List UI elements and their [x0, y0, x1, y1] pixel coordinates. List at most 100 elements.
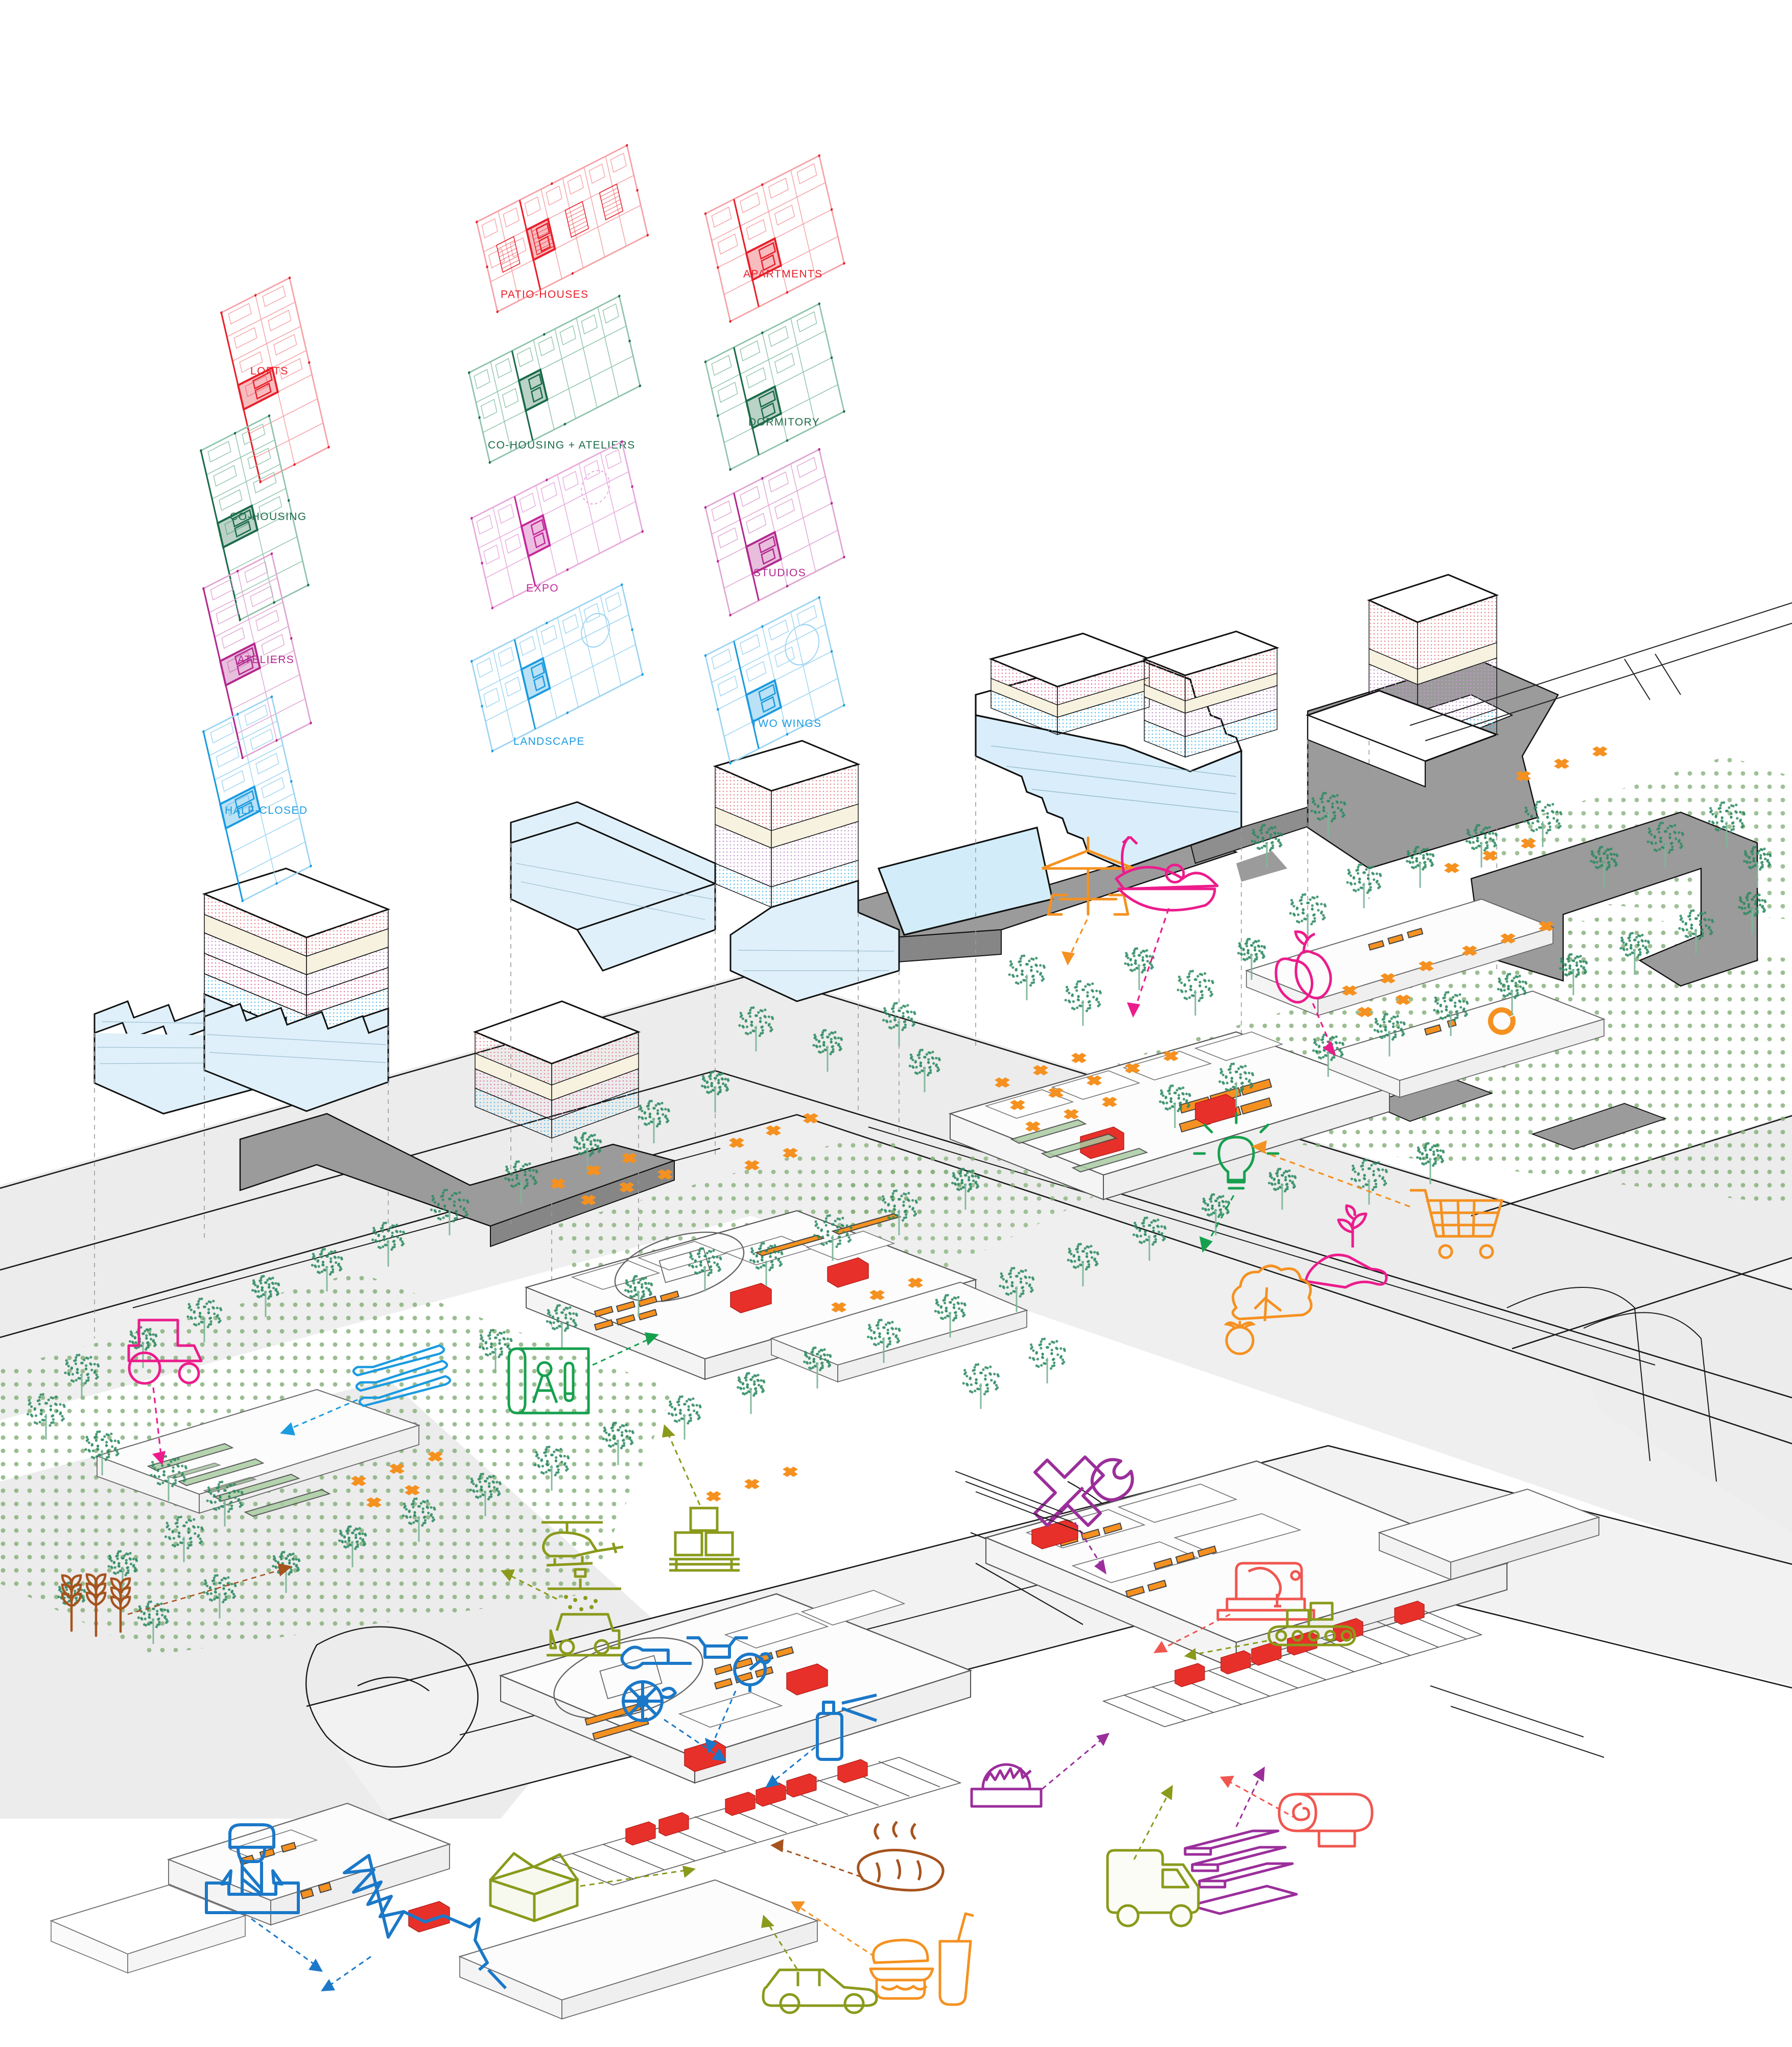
seating-cluster: [366, 1497, 382, 1508]
tree: [1067, 1242, 1099, 1286]
seating-cluster: [1102, 1097, 1117, 1107]
tree: [602, 1421, 634, 1465]
trees: [26, 791, 1772, 1644]
tree: [203, 1574, 237, 1618]
seating-cluster: [1521, 838, 1536, 849]
legend-label-lofts: LOFTS: [250, 365, 289, 377]
tree: [1201, 1193, 1231, 1235]
tree: [546, 1304, 578, 1348]
conveyor-belt-icon: [1184, 1602, 1356, 1660]
tree: [504, 1160, 538, 1205]
seating-cluster: [1025, 1121, 1041, 1132]
tree: [737, 1372, 766, 1414]
legend-label-ateliers: ATELIERS: [238, 654, 295, 666]
tree: [1350, 1159, 1388, 1205]
lettuce-icon: [1231, 1264, 1313, 1322]
tree: [26, 1393, 66, 1440]
seating-cluster: [995, 1077, 1010, 1088]
seating-cluster: [550, 1179, 565, 1189]
site-detail-lines: [955, 602, 1792, 1758]
legend-plan-dormitory: [704, 302, 845, 471]
wheat-ears-icon: [61, 1563, 292, 1637]
tree: [1028, 1337, 1066, 1383]
seating-cluster: [1010, 1100, 1025, 1110]
seating-cluster: [803, 1113, 818, 1123]
tree: [1346, 863, 1382, 908]
seating-cluster: [1500, 933, 1516, 944]
tree: [803, 1346, 832, 1389]
seating-cluster: [1087, 1075, 1102, 1086]
seating-cluster: [1071, 1053, 1087, 1063]
legend-plan-half-closed: [202, 695, 312, 903]
seating-cluster: [831, 1302, 846, 1312]
seating-cluster: [1342, 985, 1357, 996]
tree: [1289, 893, 1327, 939]
pallet-boxes-icon: [662, 1424, 740, 1572]
seating-cluster: [1516, 771, 1531, 781]
tree: [186, 1297, 223, 1343]
tree: [371, 1221, 406, 1266]
seating-cluster: [729, 1138, 744, 1148]
seating-cluster: [1125, 1063, 1140, 1073]
tree: [64, 1353, 100, 1399]
tree: [534, 1445, 570, 1491]
seating-cluster: [405, 1485, 420, 1495]
tree: [402, 1497, 436, 1542]
tree: [1133, 1216, 1167, 1261]
parasol-table-icon: [1042, 836, 1135, 966]
tree: [1497, 973, 1528, 1016]
tree: [479, 1329, 513, 1373]
cnc-mill-icon: [205, 1823, 323, 1972]
legend-plan-co-housing: [200, 414, 310, 622]
tree: [206, 1480, 244, 1526]
legend-plan-lofts: [220, 276, 330, 484]
tree: [1064, 980, 1102, 1026]
tree: [1008, 954, 1046, 1000]
tree: [251, 1275, 280, 1317]
tree: [1646, 821, 1684, 867]
tree: [1678, 909, 1714, 954]
seating-cluster: [1380, 973, 1396, 983]
tree: [150, 1455, 187, 1501]
vegetable-bowl-icon: [1115, 836, 1219, 1018]
seating-cluster: [351, 1476, 366, 1486]
seating-cluster: [766, 1125, 781, 1136]
legend-label-patio-houses: PATIO-HOUSES: [501, 289, 589, 300]
timber-planks-icon: [1184, 1767, 1298, 1915]
seating-cluster: [1444, 863, 1459, 873]
tree: [311, 1248, 343, 1291]
bread-loaf-icon: [770, 1821, 945, 1892]
seating-cluster: [586, 1165, 601, 1175]
seating-cluster: [1033, 1065, 1048, 1075]
seating-cluster: [1048, 1088, 1064, 1098]
tree: [951, 1167, 980, 1210]
seating-cluster: [1554, 759, 1569, 769]
tree: [738, 1006, 774, 1051]
welding-torch-icon: [321, 1854, 507, 1991]
tree: [999, 1266, 1035, 1312]
legend-plan-landscape: [470, 583, 644, 752]
tree: [882, 1002, 916, 1046]
tree: [1465, 823, 1498, 867]
tree: [880, 1189, 918, 1235]
seating-cluster: [908, 1278, 923, 1288]
shopping-cart-icon: [1252, 1140, 1503, 1259]
tree: [638, 1099, 670, 1143]
seating-cluster: [783, 1467, 798, 1477]
seating-cluster: [1396, 995, 1411, 1005]
circular-saw-icon: [970, 1733, 1110, 1808]
seating-cluster: [1419, 961, 1434, 971]
massing-volumes: [93, 574, 1499, 1139]
tree: [1708, 801, 1746, 847]
car-wash-icon: [501, 1568, 622, 1657]
legend-label-studios: STUDIOS: [753, 567, 807, 579]
tree: [1124, 947, 1155, 990]
legend-plan-ateliers: [202, 552, 312, 760]
tree: [1237, 937, 1266, 980]
hammer-wrench-icon: [1033, 1455, 1134, 1574]
legend-label-dormitory: DORMITORY: [748, 416, 820, 428]
hand-seedling-icon: [1304, 1204, 1388, 1289]
tree: [1218, 1062, 1255, 1108]
seating-cluster: [619, 1182, 634, 1192]
tree: [1268, 1167, 1297, 1210]
